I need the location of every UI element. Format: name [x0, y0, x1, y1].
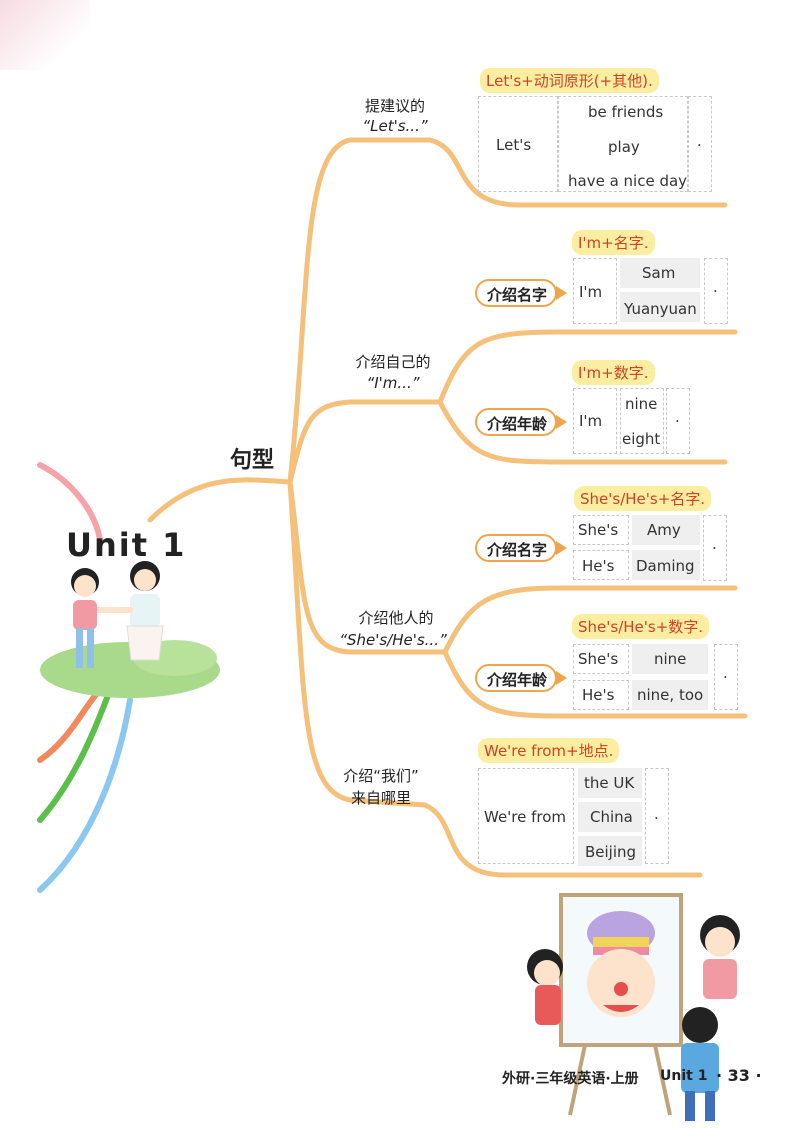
she-name-option-bg-2 — [632, 550, 700, 580]
we-option-2: China — [590, 808, 633, 826]
she-name-subject-1: She's — [578, 521, 619, 539]
im-age-pattern: I'm+数字. — [572, 360, 655, 385]
im-age-end: . — [675, 408, 680, 426]
we-option-3: Beijing — [585, 843, 637, 861]
im-name-subject: I'm — [579, 283, 603, 301]
im-name-option-bg-1 — [620, 258, 700, 288]
footer-page-number: · 33 · — [716, 1066, 762, 1085]
let-subject: Let's — [496, 136, 532, 154]
we-option-1: the UK — [584, 774, 635, 792]
branch-we-label-2: 来自哪里 — [350, 789, 411, 807]
im-name-end-box — [704, 258, 728, 324]
im-name-subject-box — [573, 258, 617, 324]
she-name-end-box — [703, 515, 727, 581]
let-subject-box — [478, 96, 558, 192]
let-option-2: play — [608, 138, 640, 156]
we-option-bg-1 — [578, 768, 642, 798]
branch-let-label-1: 提建议的 — [364, 97, 425, 115]
we-end-box — [645, 768, 669, 864]
she-age-option-1: nine — [654, 650, 687, 668]
she-name-option-bg-1 — [632, 515, 700, 545]
painting-kids-illustration — [527, 893, 740, 1121]
im-name-option-1: Sam — [642, 264, 676, 282]
she-name-option-1: Amy — [647, 521, 681, 539]
corner-decoration — [0, 0, 90, 70]
im-name-option-bg-2 — [620, 292, 700, 322]
she-name-subject-2: He's — [582, 557, 615, 575]
im-age-options-box — [620, 388, 664, 454]
let-option-1: be friends — [588, 103, 664, 121]
let-pattern: Let's+动词原形(+其他). — [480, 68, 659, 93]
we-pattern: We're from+地点. — [478, 738, 620, 763]
let-option-3: have a nice day — [568, 172, 688, 190]
im-age-subject: I'm — [579, 412, 603, 430]
she-age-option-bg-2 — [632, 680, 708, 710]
we-subject: We're from — [484, 808, 567, 826]
we-option-bg-3 — [578, 836, 642, 866]
she-age-subject-1: She's — [578, 650, 619, 668]
we-end: . — [654, 805, 659, 823]
she-name-pattern: She's/He's+名字. — [574, 486, 712, 511]
let-end: . — [697, 132, 702, 150]
footer-book-title: 外研·三年级英语·上册 — [502, 1071, 639, 1087]
she-name-option-2: Daming — [636, 557, 695, 575]
she-age-topic: 介绍年龄 — [475, 664, 567, 692]
she-name-end: . — [712, 535, 717, 553]
she-age-pattern: She's/He's+数字. — [572, 614, 710, 639]
she-name-subject-box-1 — [573, 515, 629, 545]
she-age-option-bg-1 — [632, 644, 708, 674]
she-age-end: . — [723, 664, 728, 682]
im-name-pattern: I'm+名字. — [572, 230, 655, 255]
she-age-end-box — [714, 644, 738, 710]
im-age-end-box — [666, 388, 690, 454]
branch-let-label-2: “Let's...” — [362, 117, 428, 135]
she-name-topic: 介绍名字 — [475, 534, 567, 562]
she-age-subject-2: He's — [582, 686, 615, 704]
let-options-box — [558, 96, 688, 192]
im-age-topic: 介绍年龄 — [475, 408, 567, 436]
im-name-end: . — [713, 278, 718, 296]
branch-she-label-1: 介绍他人的 — [358, 609, 434, 627]
she-age-subject-box-1 — [573, 644, 629, 674]
let-end-box — [688, 96, 712, 192]
center-title: Unit 1 — [66, 526, 187, 564]
im-age-subject-box — [573, 388, 617, 454]
she-name-subject-box-2 — [573, 550, 629, 580]
im-age-option-1: nine — [625, 395, 658, 413]
footer-unit: Unit 1 — [660, 1068, 708, 1084]
we-option-bg-2 — [578, 802, 642, 832]
branch-she-label-2: “She's/He's...” — [339, 631, 447, 649]
branch-we-label-1: 介绍“我们” — [343, 767, 419, 785]
im-name-topic: 介绍名字 — [475, 279, 567, 307]
im-age-option-2: eight — [622, 430, 661, 448]
im-name-option-2: Yuanyuan — [624, 300, 697, 318]
branch-title: 句型 — [230, 448, 275, 473]
children-holding-hands-illustration — [71, 561, 164, 668]
branch-im-label-2: “I'm...” — [366, 374, 420, 392]
branch-im-label-1: 介绍自己的 — [355, 353, 431, 371]
she-age-subject-box-2 — [573, 680, 629, 710]
we-subject-box — [478, 768, 574, 864]
she-age-option-2: nine, too — [637, 686, 704, 704]
